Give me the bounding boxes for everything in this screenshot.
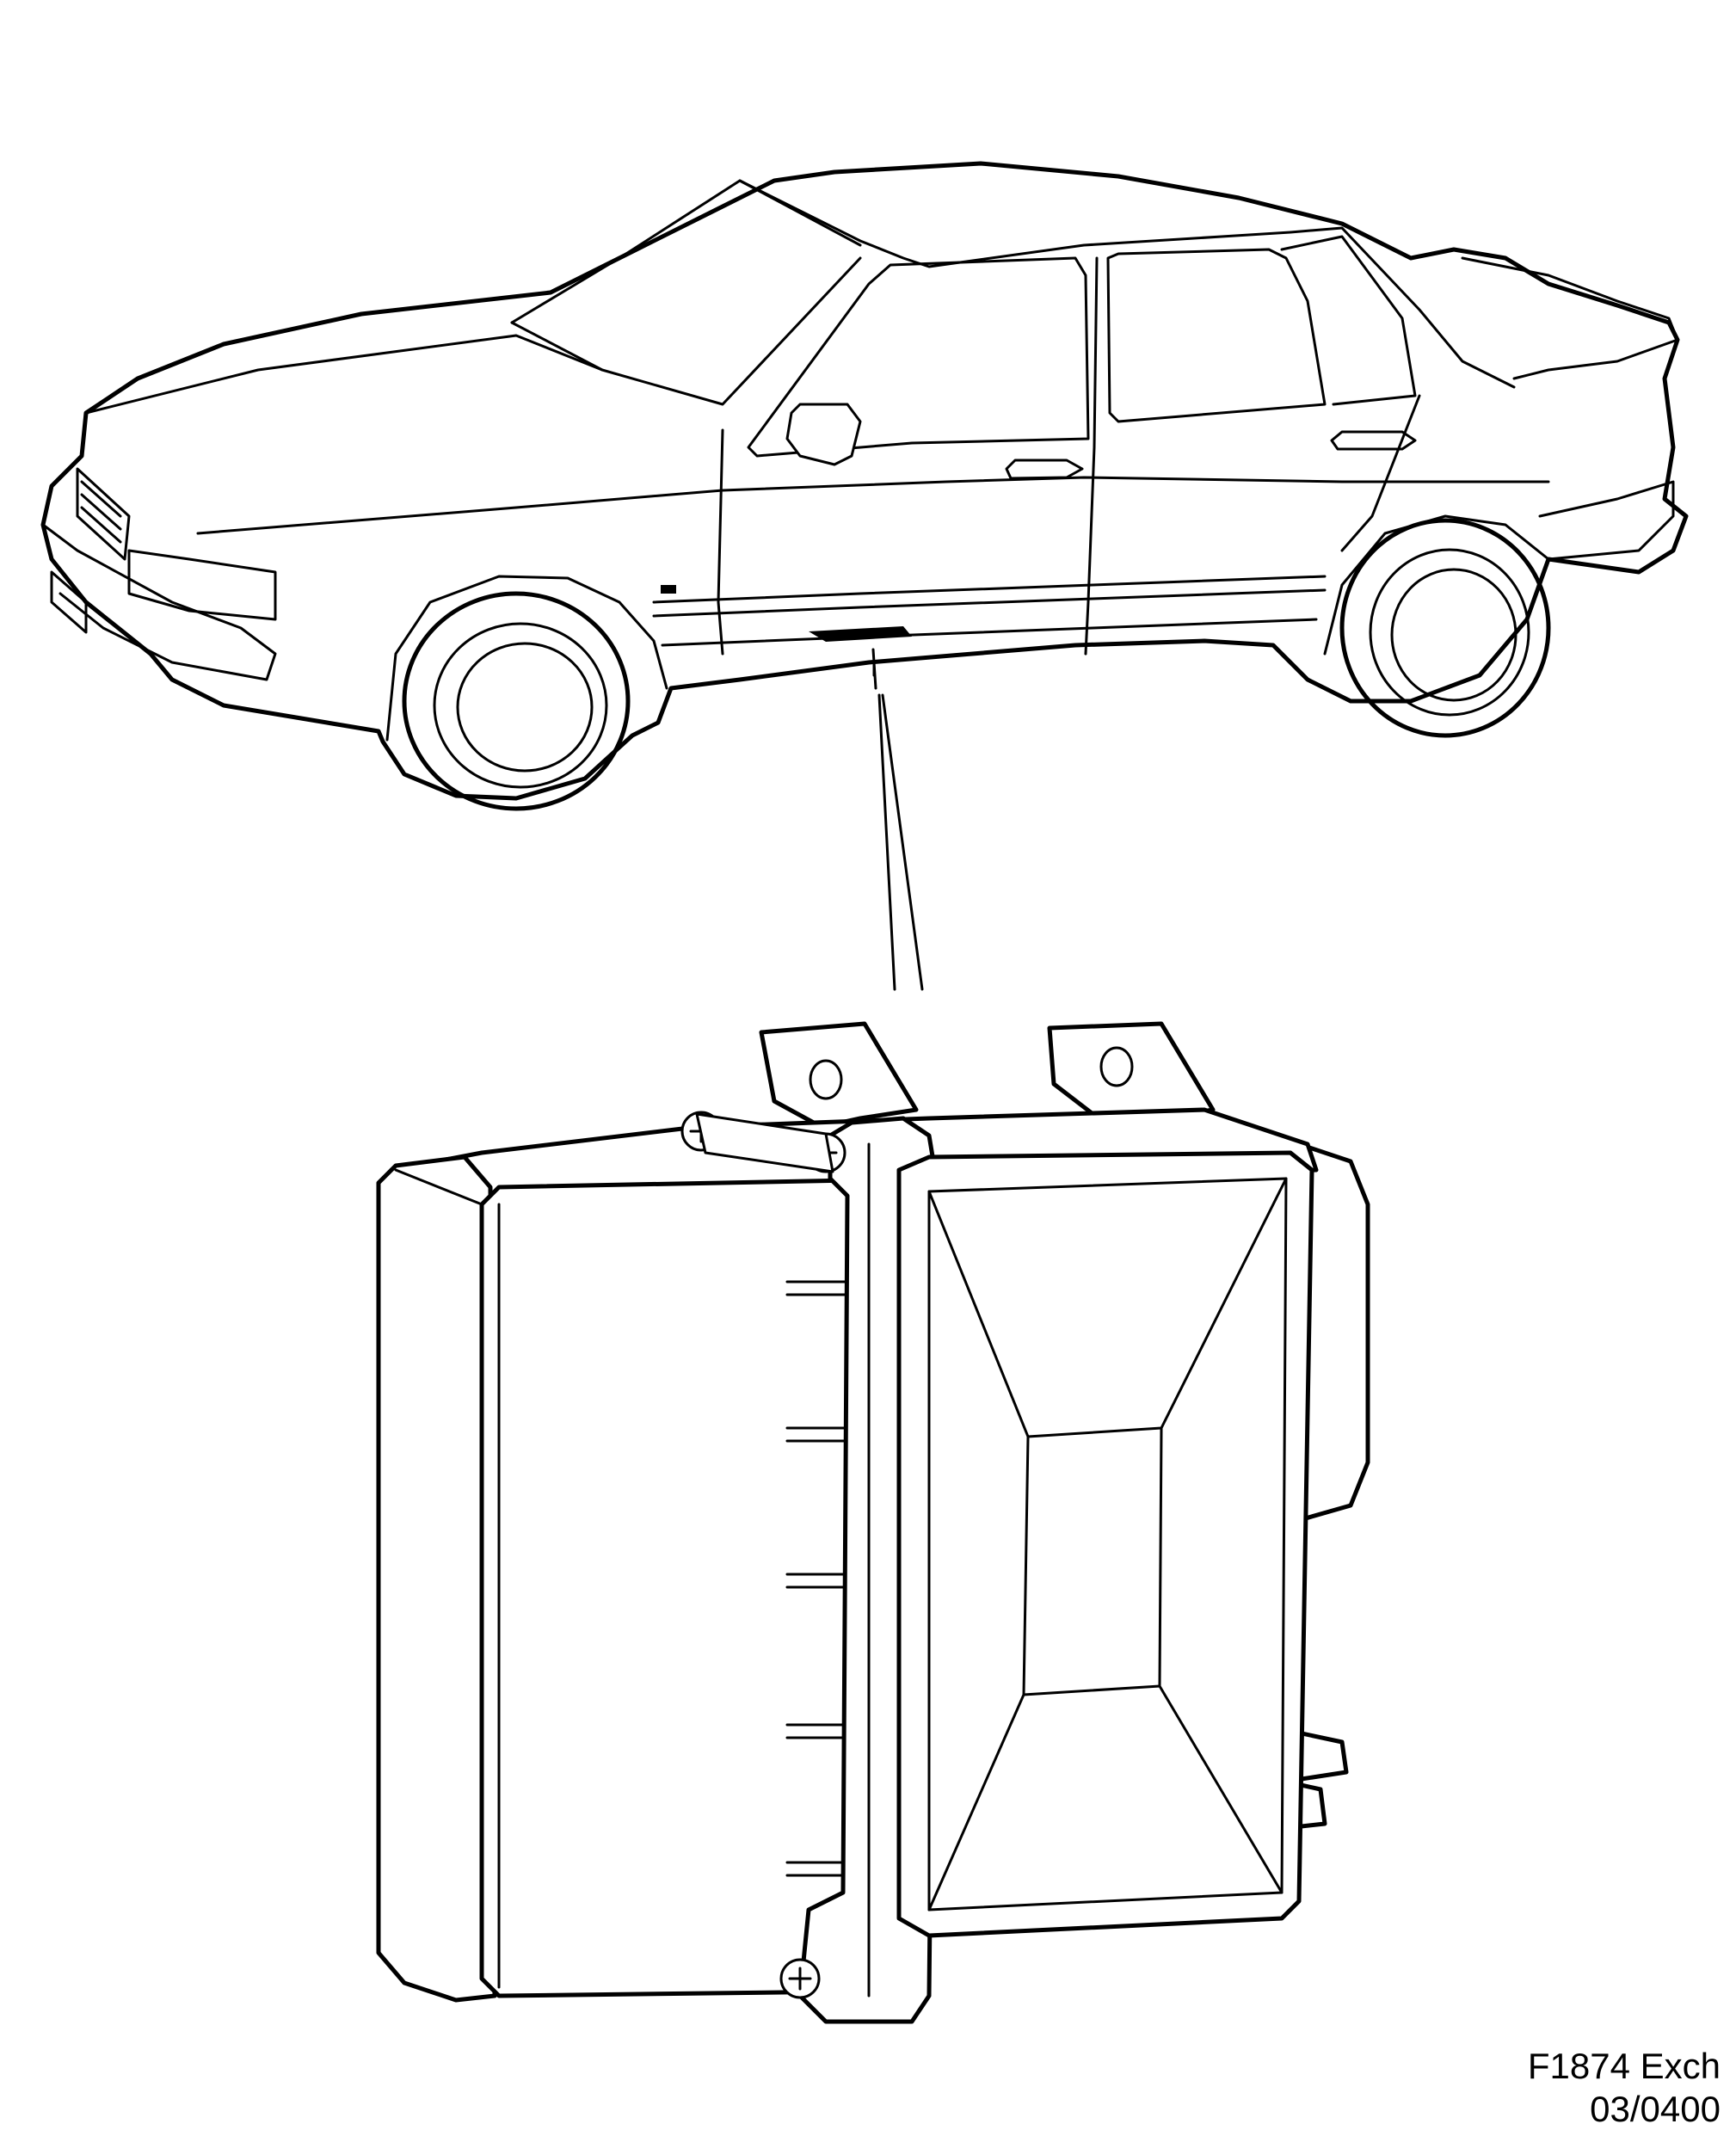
front-door-handle bbox=[1005, 459, 1084, 480]
car-roof bbox=[510, 179, 1516, 389]
screw-bar bbox=[695, 1112, 834, 1173]
screw-bottom-flange bbox=[779, 1958, 821, 1999]
rear-door-handle bbox=[1330, 430, 1417, 451]
front-wheel bbox=[402, 591, 631, 811]
side-mirror bbox=[785, 403, 862, 466]
rear-bumper bbox=[1538, 480, 1675, 561]
cooling-ribs bbox=[785, 1280, 853, 1877]
headlight bbox=[127, 549, 277, 621]
front-grille bbox=[76, 467, 131, 561]
location-marker bbox=[809, 626, 912, 642]
mount-hole-right bbox=[1099, 1046, 1134, 1087]
rear-door-seam bbox=[1340, 394, 1421, 552]
side-molding-lower-2 bbox=[652, 588, 1327, 618]
car-illustration bbox=[40, 161, 1689, 811]
badge bbox=[661, 585, 676, 594]
mount-hole-left bbox=[809, 1059, 843, 1100]
control-module bbox=[376, 1021, 1370, 2024]
module-left-cover bbox=[376, 1154, 497, 2003]
leader-lines bbox=[871, 648, 924, 991]
front-door-seam bbox=[717, 428, 724, 656]
figure-date-label: 03/0400 bbox=[1590, 2089, 1721, 2129]
front-wheel-arch bbox=[385, 575, 668, 742]
license-plate bbox=[50, 570, 88, 634]
figure-id-label: F1874 Exch bbox=[1527, 2046, 1721, 2086]
side-molding-upper bbox=[196, 476, 1550, 535]
car-windshield bbox=[510, 179, 862, 406]
rear-quarter-window bbox=[1280, 235, 1417, 406]
rear-spoiler bbox=[1461, 256, 1679, 380]
hood-line bbox=[84, 334, 604, 415]
rear-wheel-arch bbox=[1323, 514, 1550, 656]
rocker-line bbox=[661, 618, 1318, 647]
side-molding-lower bbox=[652, 575, 1327, 604]
module-right-cover bbox=[896, 1150, 1314, 1938]
rear-wheel bbox=[1339, 518, 1551, 738]
rear-door-window bbox=[1106, 248, 1327, 423]
front-bumper bbox=[41, 523, 277, 681]
cover-emboss bbox=[927, 1177, 1288, 1911]
